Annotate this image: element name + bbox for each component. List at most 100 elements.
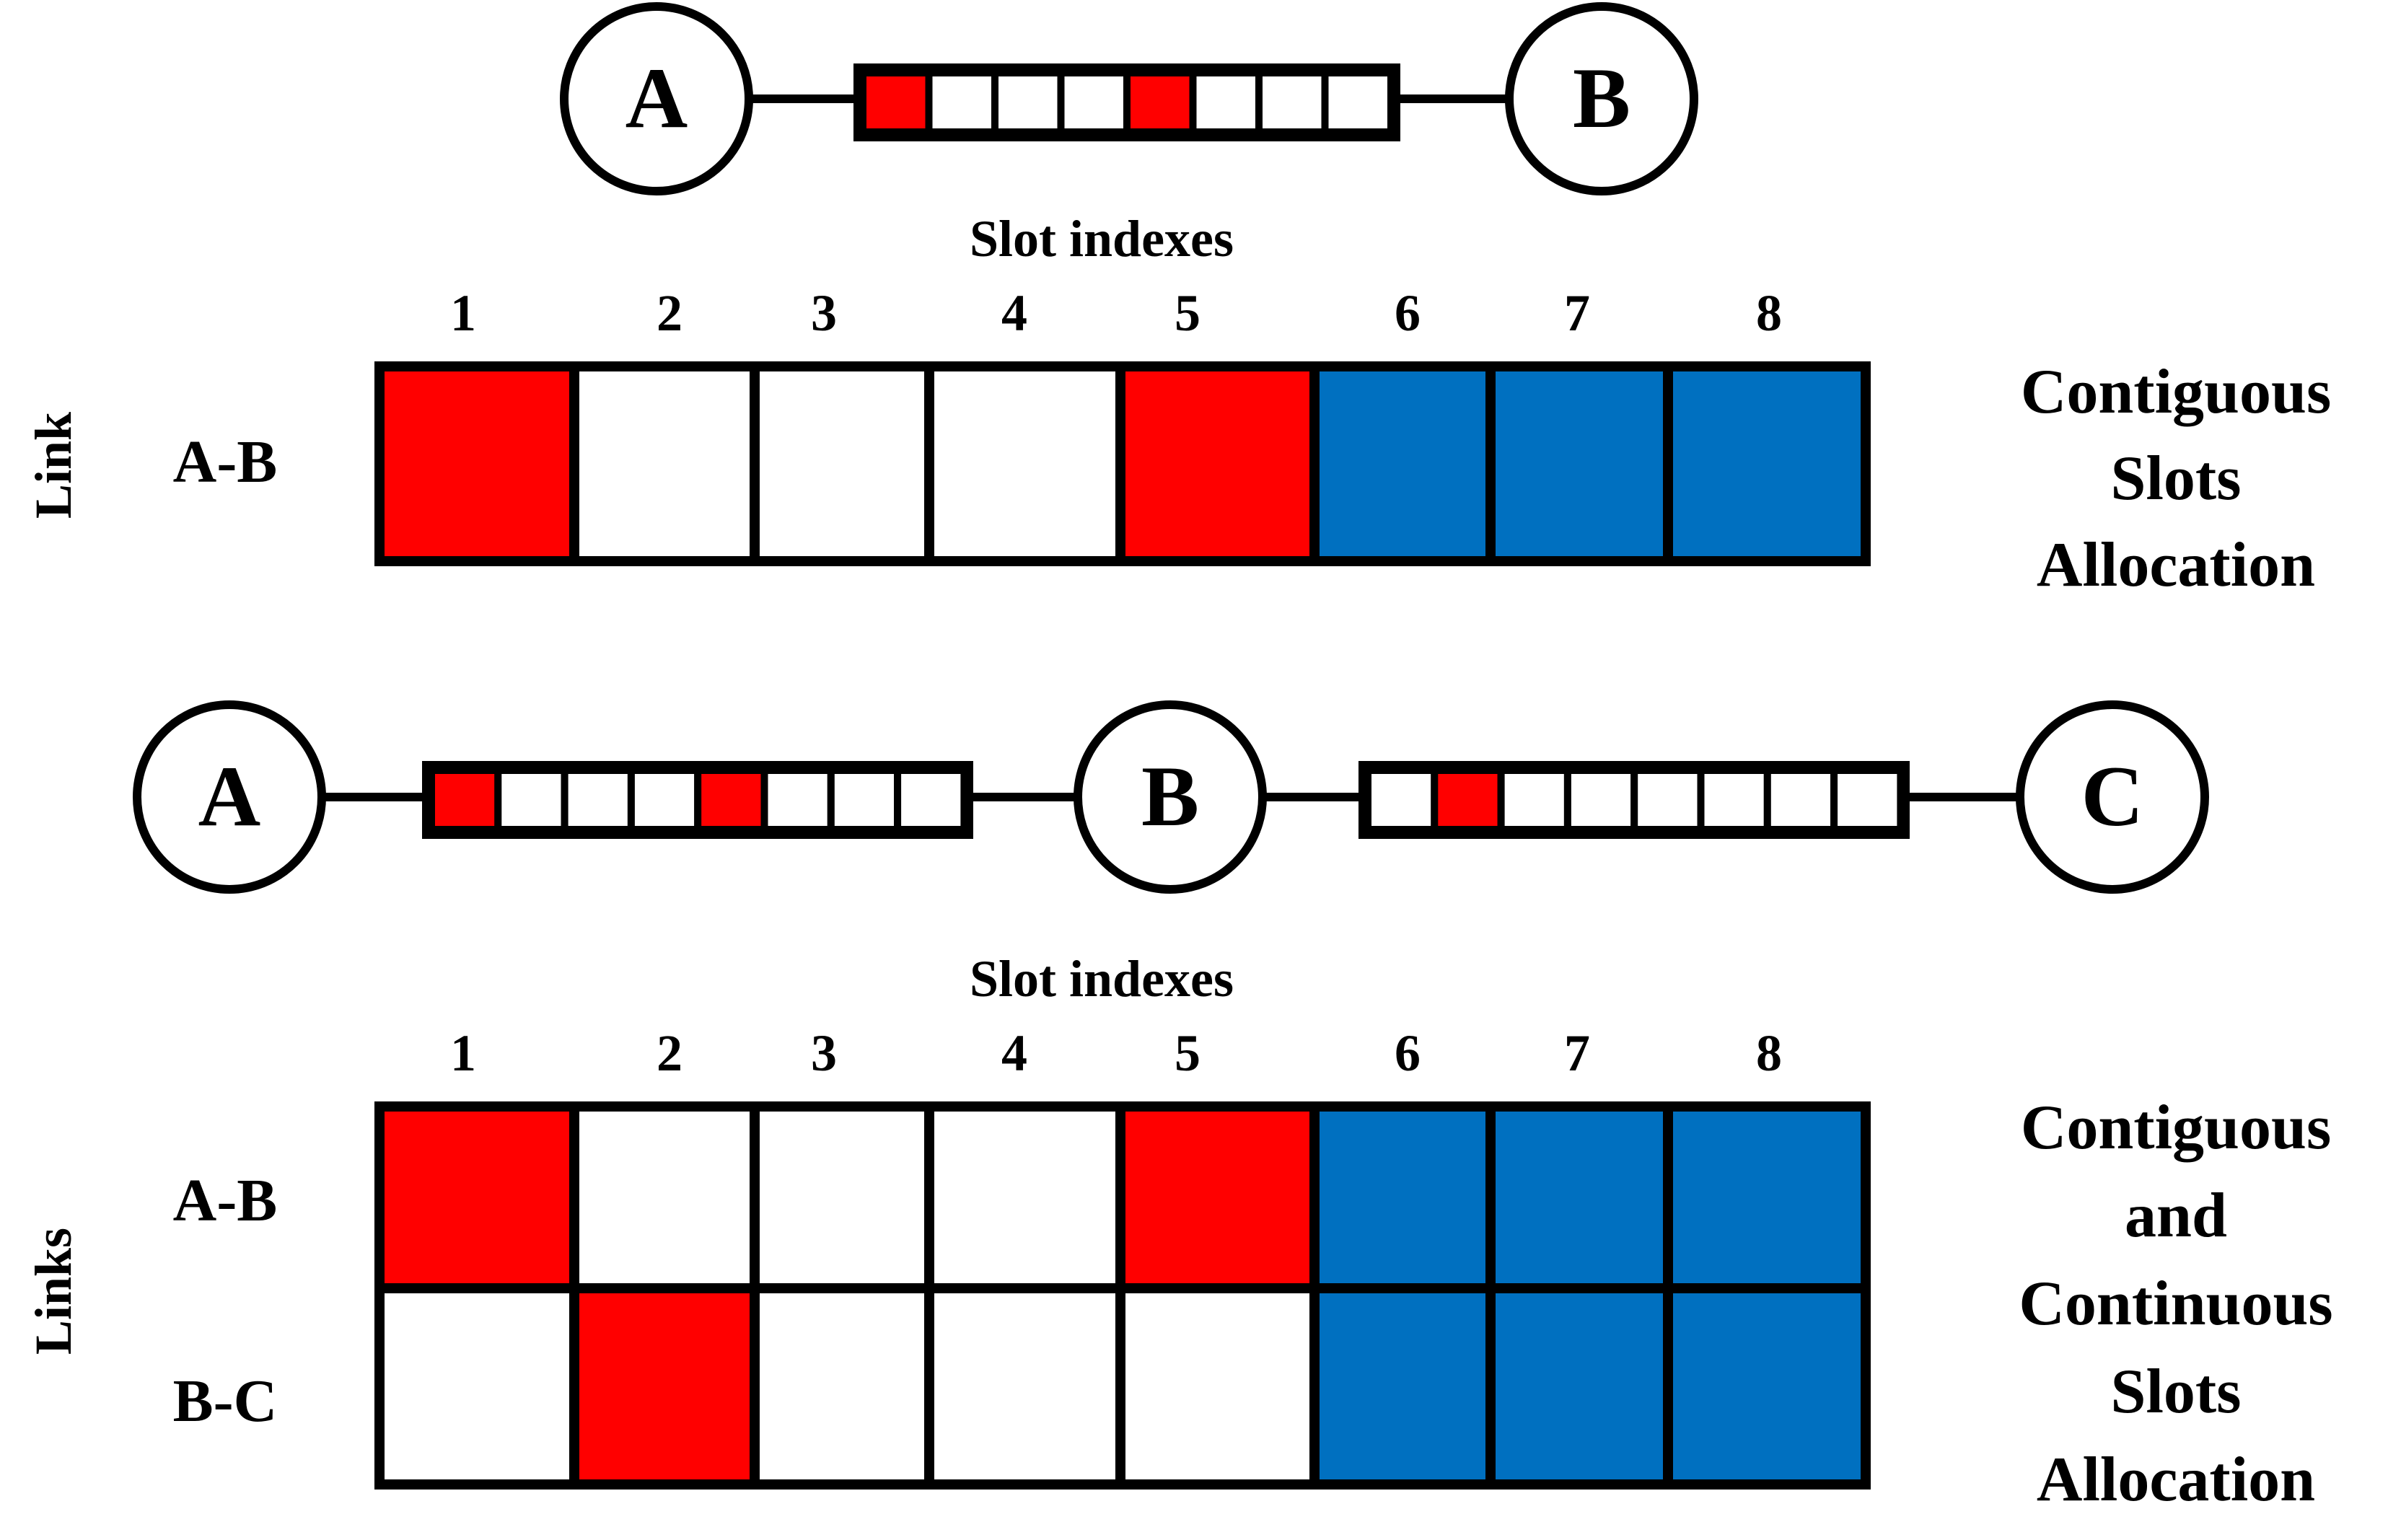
grid-a-b-slot-6-reserved [1309, 361, 1496, 566]
topology-b-c-slot-8-free [1830, 767, 1905, 833]
node-b-circle [1505, 2, 1698, 195]
side-label-link: Link [25, 412, 82, 519]
slot-number-7: 7 [1564, 284, 1590, 342]
topology-a-b-slot-7-free [827, 767, 902, 833]
slot-number-3: 3 [811, 284, 837, 342]
link-a-b-strip-outline [422, 761, 973, 839]
topology-2: A B C [133, 700, 2209, 894]
grid-a-b-slot-5-used [1115, 361, 1320, 566]
slot-number-2: 2 [657, 1024, 682, 1082]
section-2: A B C Slot indexes 1 2 3 4 5 6 7 8 Links… [25, 700, 2333, 1515]
slot-indexes-heading: Slot indexes [970, 950, 1234, 1008]
grid-b-c-slot-3-free [750, 1283, 934, 1490]
node-a-circle [560, 2, 753, 195]
topology-b-c-slot-2-used [1431, 767, 1505, 833]
node-c-circle [2016, 700, 2209, 894]
slot-number-5: 5 [1175, 284, 1200, 342]
link-a-b-strip [859, 69, 1395, 136]
slot-number-3: 3 [811, 1024, 837, 1082]
node-a-label: A [198, 748, 261, 844]
topology-a-b-slot-5-used [1123, 69, 1197, 136]
grid-a-b-slot-1-used [374, 361, 579, 566]
caption-line-1: Contiguous [2021, 357, 2331, 427]
caption-line-2: Slots [2111, 444, 2242, 514]
slot-number-5: 5 [1175, 1024, 1200, 1082]
grid-a-b-slot-4-free [924, 361, 1125, 566]
topology-a-b-slot-4-free [1057, 69, 1131, 136]
grid-a-b-slot-2-free [569, 1101, 760, 1293]
slot-number-8: 8 [1756, 1024, 1782, 1082]
slot-number-2: 2 [657, 284, 682, 342]
node-a-label: A [625, 50, 688, 146]
row-label-a-b: A-B [173, 428, 278, 496]
topology-a-b-slot-5-used [694, 767, 768, 833]
grid-b-c-slot-8-reserved [1663, 1283, 1871, 1490]
topology-a-b-slot-8-free [894, 767, 968, 833]
topology-b-c-slot-5-free [1630, 767, 1705, 833]
slot-indexes-heading: Slot indexes [970, 210, 1234, 268]
row-label-a-b: A-B [173, 1167, 278, 1234]
topology-a-b-slot-7-free [1255, 69, 1329, 136]
caption-contiguous-continuous: Contiguous and Continuous Slots Allocati… [2019, 1093, 2332, 1515]
grid-a-b-slot-6-reserved [1309, 1101, 1496, 1293]
slot-number-4: 4 [1001, 284, 1027, 342]
caption-line-3: Allocation [2037, 530, 2315, 600]
grid-b-c-slot-1-free [374, 1283, 579, 1490]
grid-b-c-slot-6-reserved [1309, 1283, 1496, 1490]
caption-line-5: Allocation [2037, 1445, 2315, 1515]
topology-a-b-slot-1-used [428, 767, 502, 833]
slot-number-7: 7 [1564, 1024, 1590, 1082]
grid-b-c-slot-7-reserved [1485, 1283, 1673, 1490]
topology-b-c-slot-1-free [1364, 767, 1439, 833]
slot-numbers-row: 1 2 3 4 5 6 7 8 [450, 284, 1782, 342]
topology-b-c-slot-4-free [1563, 767, 1638, 833]
caption-contiguous: Contiguous Slots Allocation [2021, 357, 2331, 600]
slot-grid [374, 1101, 1871, 1490]
grid-a-b-slot-3-free [750, 1101, 934, 1293]
topology-a-b-slot-6-free [1189, 69, 1263, 136]
topology-a-b-slot-4-free [627, 767, 702, 833]
topology-a-b-slot-8-free [1321, 69, 1395, 136]
topology-b-c-slot-3-free [1497, 767, 1571, 833]
caption-line-4: Slots [2111, 1357, 2242, 1427]
grid-a-b-slot-2-free [569, 361, 760, 566]
topology-a-b-slot-2-free [925, 69, 998, 136]
grid-a-b-slot-1-used [374, 1101, 579, 1293]
grid-b-c-slot-5-free [1115, 1283, 1320, 1490]
grid-a-b-slot-5-used [1115, 1101, 1320, 1293]
caption-line-1: Contiguous [2021, 1093, 2331, 1163]
side-label-links: Links [25, 1228, 82, 1355]
topology-b-c-slot-6-free [1697, 767, 1771, 833]
slot-numbers-row: 1 2 3 4 5 6 7 8 [450, 1024, 1782, 1082]
slot-number-1: 1 [450, 1024, 476, 1082]
topology-a-b-slot-3-free [561, 767, 635, 833]
link-b-c-strip [1364, 767, 1905, 833]
slot-number-4: 4 [1001, 1024, 1027, 1082]
caption-line-2: and [2125, 1181, 2227, 1251]
topology-b-c-slot-7-free [1763, 767, 1838, 833]
grid-a-b-slot-7-reserved [1485, 361, 1673, 566]
grid-b-c-slot-2-used [569, 1283, 760, 1490]
grid-b-c-slot-4-free [924, 1283, 1125, 1490]
node-b-circle [1074, 700, 1267, 894]
link-a-b-strip [428, 767, 968, 833]
node-b-label: B [1141, 748, 1199, 844]
topology-a-b-slot-2-free [494, 767, 569, 833]
grid-a-b-slot-8-reserved [1663, 361, 1871, 566]
section-1: A B Slot indexes 1 2 3 4 5 6 7 8 Link A-… [25, 2, 2331, 600]
slot-number-8: 8 [1756, 284, 1782, 342]
grid-a-b-slot-3-free [750, 361, 934, 566]
caption-line-3: Continuous [2019, 1269, 2332, 1339]
grid-a-b-slot-8-reserved [1663, 1101, 1871, 1293]
slot-number-1: 1 [450, 284, 476, 342]
slot-number-6: 6 [1395, 1024, 1421, 1082]
link-b-c-strip-outline [1358, 761, 1910, 839]
row-label-b-c: B-C [173, 1368, 278, 1435]
node-c-label: C [2081, 748, 2144, 844]
topology-a-b-slot-3-free [991, 69, 1065, 136]
grid-a-b-slot-7-reserved [1485, 1101, 1673, 1293]
slot-number-6: 6 [1395, 284, 1421, 342]
link-a-b-strip-outline [853, 63, 1400, 141]
grid-a-b-slot-4-free [924, 1101, 1125, 1293]
